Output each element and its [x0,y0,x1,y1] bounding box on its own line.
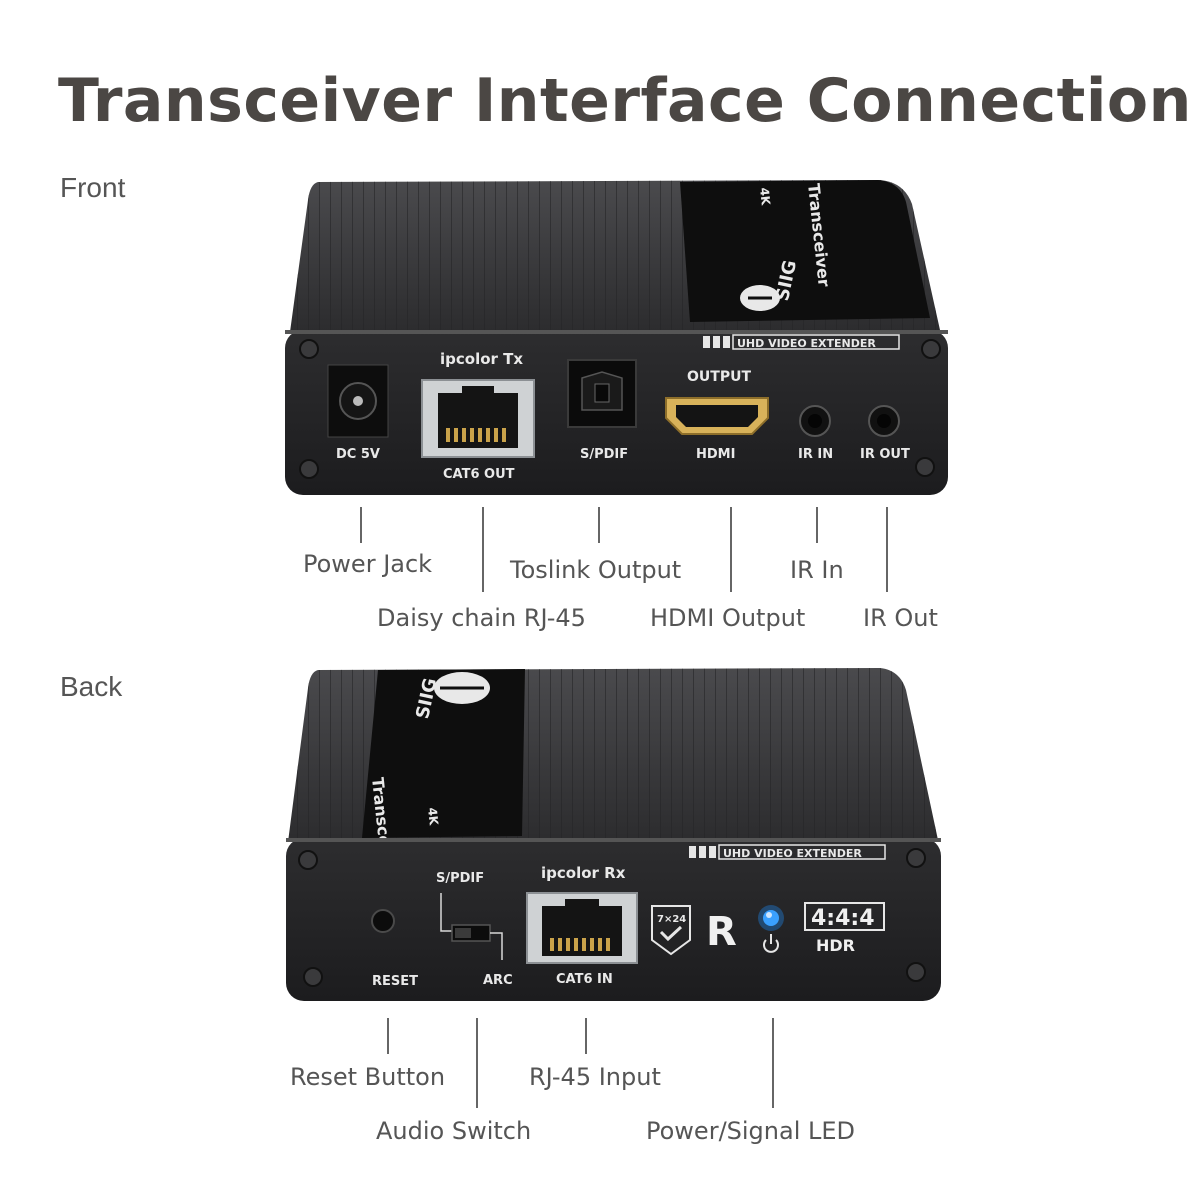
back-screw-icon [906,848,926,868]
audio-switch-leader-line [476,1018,478,1108]
power-jack-callout: Power Jack [303,550,433,578]
front-screw-icon [299,459,319,479]
back-uhd-strip: UHD VIDEO EXTENDER [689,844,886,860]
front-dc-jack-icon [327,364,389,438]
rj45-input-callout: RJ-45 Input [529,1063,661,1091]
ir-in-leader-line [816,507,818,543]
ir-out-leader-line [886,507,888,592]
front-ir-in-label: IR IN [798,447,833,462]
back-screw-icon [303,967,323,987]
back-reset-button-icon [371,909,395,933]
front-strip-label: UHD VIDEO EXTENDER [737,337,876,350]
front-hdmi-top-label: OUTPUT [687,369,751,385]
power-led-leader-line [772,1018,774,1108]
front-hdmi-bottom-label: HDMI [696,447,735,462]
front-ir-in-jack-icon [799,405,831,437]
daisy-chain-callout: Daisy chain RJ-45 [377,604,586,632]
front-hdmi-port-icon [665,397,769,435]
ir-in-callout: IR In [790,556,844,584]
front-spdif-label: S/PDIF [580,447,628,462]
back-reset-label: RESET [372,974,418,989]
front-top-shell [290,180,940,332]
reset-button-leader-line [387,1018,389,1054]
hdmi-output-leader-line [730,507,732,592]
front-rj45-port-icon [421,379,535,458]
front-ir-out-label: IR OUT [860,447,910,462]
back-section-label: Back [60,671,123,702]
page-title: Transceiver Interface Connection [58,66,1192,136]
back-7x24-badge-icon: 7×24 [651,905,691,956]
front-top-label [680,180,930,322]
rj45-input-leader-line [585,1018,587,1054]
power-jack-leader-line [360,507,362,543]
back-444-hdr-badge-icon: 4:4:4 HDR [804,902,885,955]
toslink-callout: Toslink Output [510,556,682,584]
back-7x24-label: 7×24 [657,914,686,925]
back-arc-label: ARC [483,973,513,988]
back-power-symbol-icon [763,934,779,953]
front-resolution-badge: 4K [757,187,773,207]
front-screw-icon [915,457,935,477]
back-screw-icon [906,962,926,982]
back-spdif-label: S/PDIF [436,871,484,886]
ir-out-callout: IR Out [863,604,938,632]
back-hdr-label: HDR [816,936,855,955]
back-top-shell [288,668,938,842]
back-r-badge: R [706,909,737,955]
front-section-label: Front [60,172,126,203]
audio-switch-callout: Audio Switch [376,1117,532,1145]
front-uhd-strip: UHD VIDEO EXTENDER [703,334,900,350]
back-resolution-badge: 4K [425,807,441,827]
back-top-label [362,669,525,838]
back-rj45-top-label: ipcolor Rx [541,864,626,882]
front-screw-icon [299,339,319,359]
front-ir-out-jack-icon [868,405,900,437]
front-rj45-top-label: ipcolor Tx [440,350,523,368]
toslink-leader-line [598,507,600,543]
daisy-chain-leader-line [482,507,484,592]
back-rj45-port-icon [526,892,638,964]
front-dc-label: DC 5V [336,447,380,462]
back-444-label: 4:4:4 [811,906,875,931]
front-screw-icon [921,339,941,359]
front-rj45-bottom-label: CAT6 OUT [443,467,515,482]
back-screw-icon [298,850,318,870]
hdmi-output-callout: HDMI Output [650,604,806,632]
front-toslink-port-icon [567,359,637,428]
back-audio-switch-icon [440,893,503,960]
power-led-callout: Power/Signal LED [646,1117,856,1145]
back-power-led-icon [758,905,784,931]
reset-button-callout: Reset Button [290,1063,446,1091]
back-rj45-bottom-label: CAT6 IN [556,972,613,987]
back-strip-label: UHD VIDEO EXTENDER [723,847,862,860]
